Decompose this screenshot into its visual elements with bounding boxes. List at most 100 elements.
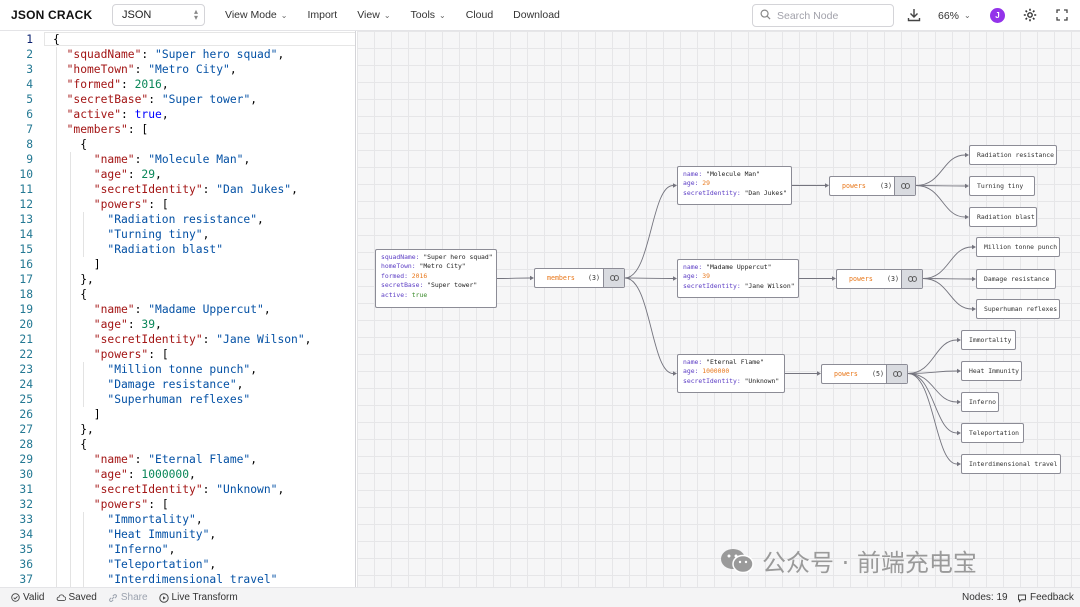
line-number: 35 [19, 543, 33, 556]
edge-arrowhead [957, 430, 961, 436]
code-line[interactable]: 23"Million tonne punch", [0, 362, 355, 377]
link-icon[interactable] [886, 364, 907, 383]
search-node-field[interactable] [752, 4, 894, 27]
code-line[interactable]: 4"formed": 2016, [0, 77, 355, 92]
search-input[interactable] [777, 9, 887, 22]
code-line[interactable]: 3"homeTown": "Metro City", [0, 62, 355, 77]
code-line[interactable]: 2"squadName": "Super hero squad", [0, 47, 355, 62]
code-line[interactable]: 32"powers": [ [0, 497, 355, 512]
link-icon[interactable] [894, 176, 915, 195]
power-leaf-node[interactable]: Radiation blast [969, 207, 1037, 227]
code-line[interactable]: 6"active": true, [0, 107, 355, 122]
power-leaf-node[interactable]: Immortality [961, 330, 1016, 350]
gear-icon[interactable] [1022, 7, 1038, 23]
chevron-down-icon: ⌄ [280, 10, 288, 20]
powers-array-node[interactable]: powers(3) [836, 268, 923, 289]
link-icon [108, 593, 117, 602]
graph-edge [907, 373, 958, 403]
download-icon[interactable] [906, 7, 922, 23]
code-line[interactable]: 18{ [0, 287, 355, 302]
power-leaf-node[interactable]: Superhuman reflexes [976, 299, 1060, 319]
code-line[interactable]: 15"Radiation blast" [0, 242, 355, 257]
zoom-dropdown[interactable]: 66% ⌄ [938, 0, 971, 31]
code-line[interactable]: 35"Inferno", [0, 542, 355, 557]
members-array-node[interactable]: members(3) [534, 268, 625, 288]
code-line[interactable]: 21"secretIdentity": "Jane Wilson", [0, 332, 355, 347]
code-line[interactable]: 1{ [0, 32, 355, 47]
powers-array-node[interactable]: powers(3) [829, 175, 916, 196]
powers-array-node[interactable]: powers(5) [821, 363, 908, 384]
power-leaf-node[interactable]: Inferno [961, 392, 999, 412]
root-object-node[interactable]: squadName: "Super hero squad"homeTown: "… [375, 249, 497, 308]
token-key: "secretIdentity" [93, 183, 203, 196]
graph-canvas[interactable]: squadName: "Super hero squad"homeTown: "… [357, 31, 1080, 587]
code-line[interactable]: 29"name": "Eternal Flame", [0, 452, 355, 467]
code-text: "Damage resistance", [107, 377, 243, 392]
fullscreen-icon[interactable] [1054, 7, 1070, 23]
power-leaf-node[interactable]: Teleportation [961, 423, 1024, 443]
code-line[interactable]: 36"Teleportation", [0, 557, 355, 572]
power-leaf-node[interactable]: Heat Immunity [961, 361, 1022, 381]
code-line[interactable]: 14"Turning tiny", [0, 227, 355, 242]
feedback-button[interactable]: Feedback [1017, 592, 1074, 603]
code-line[interactable]: 28{ [0, 437, 355, 452]
menu-tools[interactable]: Tools⌄ [401, 0, 456, 31]
link-icon[interactable] [901, 269, 922, 288]
code-line[interactable]: 37"Interdimensional travel" [0, 572, 355, 587]
code-line[interactable]: 30"age": 1000000, [0, 467, 355, 482]
code-line[interactable]: 31"secretIdentity": "Unknown", [0, 482, 355, 497]
power-leaf-node[interactable]: Interdimensional travel [961, 454, 1061, 474]
line-number: 27 [19, 423, 33, 436]
code-line[interactable]: 16] [0, 257, 355, 272]
code-line[interactable]: 10"age": 29, [0, 167, 355, 182]
menu-import[interactable]: Import [297, 0, 347, 31]
code-line[interactable]: 8{ [0, 137, 355, 152]
app-logo[interactable]: JSON CRACK [11, 8, 93, 22]
code-text: "Radiation blast" [107, 242, 223, 257]
token-str: "Million tonne punch" [107, 363, 251, 376]
code-line[interactable]: 9"name": "Molecule Man", [0, 152, 355, 167]
live-transform-toggle[interactable]: Live Transform [158, 592, 238, 603]
code-line[interactable]: 20"age": 39, [0, 317, 355, 332]
code-line[interactable]: 26] [0, 407, 355, 422]
line-number: 21 [19, 333, 33, 346]
code-line[interactable]: 25"Superhuman reflexes" [0, 392, 355, 407]
code-line[interactable]: 34"Heat Immunity", [0, 527, 355, 542]
code-line[interactable]: 24"Damage resistance", [0, 377, 355, 392]
array-count: (3) [880, 181, 892, 190]
share-button[interactable]: Share [108, 592, 148, 603]
menu-view-mode[interactable]: View Mode⌄ [215, 0, 297, 31]
code-line[interactable]: 13"Radiation resistance", [0, 212, 355, 227]
avatar[interactable]: J [990, 8, 1005, 23]
code-line[interactable]: 19"name": "Madame Uppercut", [0, 302, 355, 317]
menu-download[interactable]: Download [503, 0, 570, 31]
format-select[interactable]: JSON ▴▾ [112, 4, 205, 26]
code-line[interactable]: 11"secretIdentity": "Dan Jukes", [0, 182, 355, 197]
code-text: "Immortality", [107, 512, 202, 527]
code-line[interactable]: 5"secretBase": "Super tower", [0, 92, 355, 107]
current-line-highlight [44, 32, 355, 46]
code-line[interactable]: 12"powers": [ [0, 197, 355, 212]
token-str: "Super hero squad" [155, 48, 278, 61]
code-line[interactable]: 27}, [0, 422, 355, 437]
power-leaf-node[interactable]: Turning tiny [969, 176, 1035, 196]
code-line[interactable]: 17}, [0, 272, 355, 287]
token-p: : [121, 108, 135, 121]
edge-arrowhead [817, 371, 821, 376]
node-value: "Dan Jukes" [744, 188, 787, 197]
power-leaf-node[interactable]: Damage resistance [976, 269, 1056, 289]
power-leaf-node[interactable]: Million tonne punch [976, 237, 1060, 257]
menu-view[interactable]: View⌄ [347, 0, 400, 31]
code-line[interactable]: 22"powers": [ [0, 347, 355, 362]
power-leaf-node[interactable]: Radiation resistance [969, 145, 1057, 165]
line-number: 3 [26, 63, 33, 76]
code-line[interactable]: 33"Immortality", [0, 512, 355, 527]
link-icon[interactable] [603, 269, 624, 287]
share-label: Share [120, 592, 148, 603]
menu-cloud[interactable]: Cloud [456, 0, 503, 31]
code-line[interactable]: 7"members": [ [0, 122, 355, 137]
code-editor[interactable]: 1{2"squadName": "Super hero squad",3"hom… [0, 31, 356, 587]
